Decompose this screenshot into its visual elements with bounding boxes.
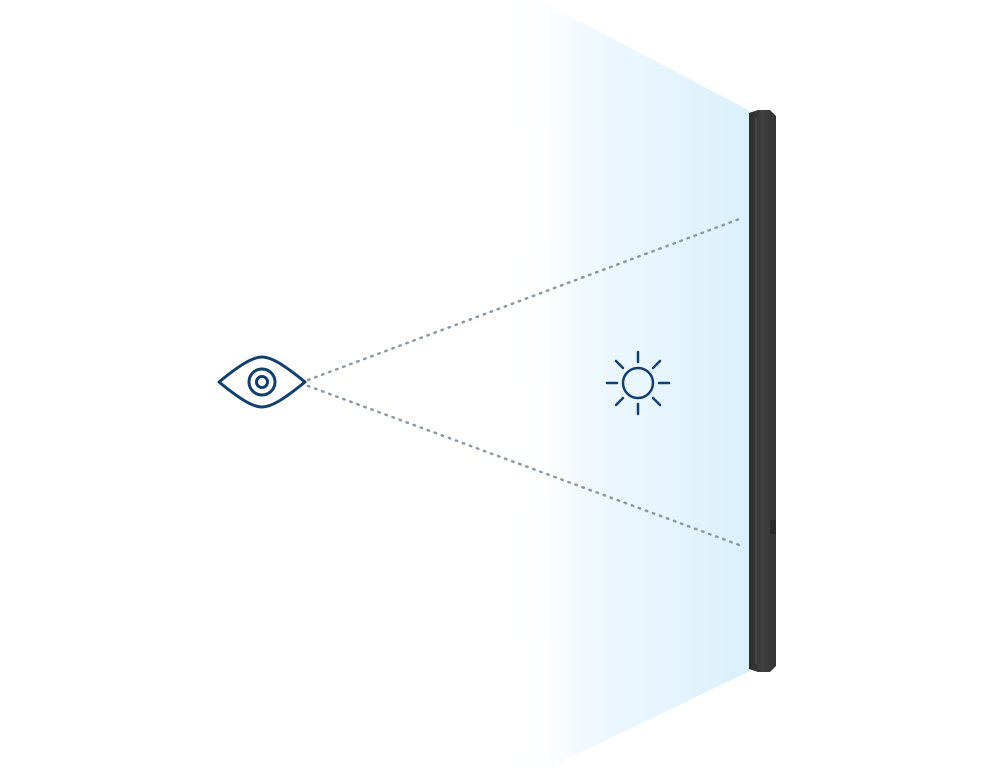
light-beam — [510, 0, 752, 768]
eye-icon — [217, 355, 307, 409]
screen-profile — [749, 110, 776, 672]
sight-line-upper — [306, 216, 744, 382]
sight-line-lower — [306, 384, 744, 548]
sun-icon — [605, 350, 671, 416]
